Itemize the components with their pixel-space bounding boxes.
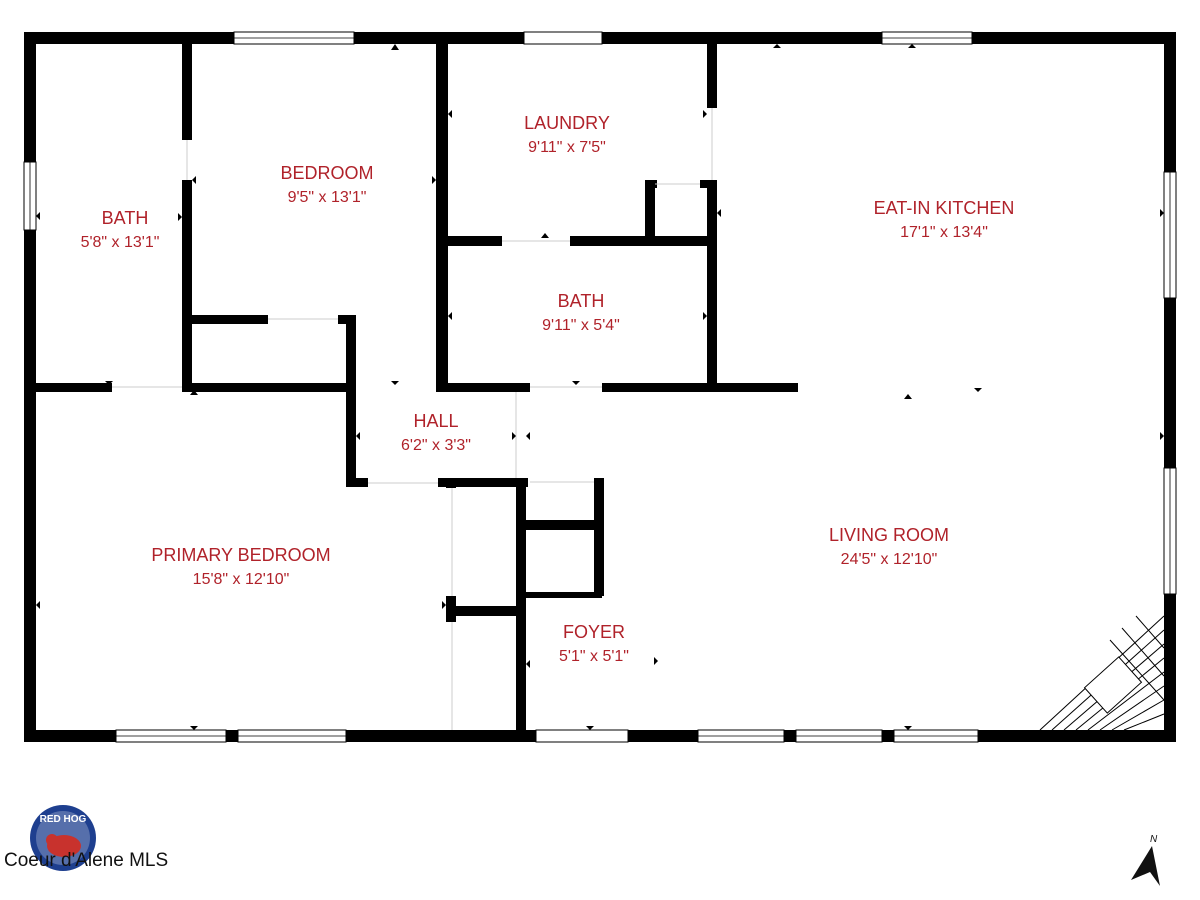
badge-text: RED HOG	[40, 814, 87, 825]
north-label: N	[1150, 834, 1158, 845]
room-foyer: FOYER 5'1" x 5'1"	[559, 622, 629, 665]
north-arrow-icon	[1131, 846, 1160, 886]
window-bottom-primary-2	[237, 729, 347, 743]
markers	[36, 44, 1164, 730]
room-dimensions: 9'5" x 13'1"	[288, 189, 367, 206]
room-dimensions: 6'2" x 3'3"	[401, 437, 471, 454]
thin-lines	[112, 108, 713, 730]
window-bottom-living-3	[893, 729, 979, 743]
room-dimensions: 9'11" x 5'4"	[542, 317, 620, 334]
room-living-room: LIVING ROOM 24'5" x 12'10"	[829, 525, 949, 568]
corner-stairs	[1039, 615, 1165, 731]
room-name: BATH	[102, 208, 149, 228]
window-right-living	[1163, 467, 1177, 595]
room-bedroom: BEDROOM 9'5" x 13'1"	[280, 163, 373, 206]
room-primary-bedroom: PRIMARY BEDROOM 15'8" x 12'10"	[151, 545, 330, 588]
room-dimensions: 5'1" x 5'1"	[559, 648, 629, 665]
room-hall: HALL 6'2" x 3'3"	[401, 411, 471, 454]
window-top-kitchen	[881, 31, 973, 45]
window-top-bedroom	[233, 31, 355, 45]
room-name: BATH	[558, 291, 605, 311]
room-bath-left: BATH 5'8" x 13'1"	[81, 208, 160, 251]
windows	[23, 31, 1177, 743]
window-left-bath	[23, 161, 37, 231]
mls-logo: RED HOG Coeur d'Alene MLS	[4, 805, 168, 871]
window-right-kitchen	[1163, 171, 1177, 299]
window-bottom-living-2	[795, 729, 883, 743]
mls-text: Coeur d'Alene MLS	[4, 850, 168, 871]
window-bottom-living-1	[697, 729, 785, 743]
room-laundry: LAUNDRY 9'11" x 7'5"	[524, 113, 610, 156]
entry-door-foyer	[535, 729, 629, 743]
room-name: HALL	[413, 411, 458, 431]
room-eat-in-kitchen: EAT-IN KITCHEN 17'1" x 13'4"	[874, 198, 1015, 241]
room-name: LIVING ROOM	[829, 525, 949, 545]
room-name: LAUNDRY	[524, 113, 610, 133]
room-name: BEDROOM	[280, 163, 373, 183]
room-name: PRIMARY BEDROOM	[151, 545, 330, 565]
room-bath-center: BATH 9'11" x 5'4"	[542, 291, 620, 334]
interior-walls	[36, 44, 798, 732]
room-dimensions: 5'8" x 13'1"	[81, 234, 160, 251]
window-bottom-primary-1	[115, 729, 227, 743]
room-dimensions: 17'1" x 13'4"	[900, 224, 988, 241]
exterior-walls	[24, 32, 1176, 742]
room-dimensions: 15'8" x 12'10"	[193, 571, 290, 588]
room-name: EAT-IN KITCHEN	[874, 198, 1015, 218]
window-top-laundry	[523, 31, 603, 45]
compass: N	[1131, 834, 1160, 886]
room-name: FOYER	[563, 622, 625, 642]
room-dimensions: 9'11" x 7'5"	[528, 139, 606, 156]
room-dimensions: 24'5" x 12'10"	[841, 551, 938, 568]
